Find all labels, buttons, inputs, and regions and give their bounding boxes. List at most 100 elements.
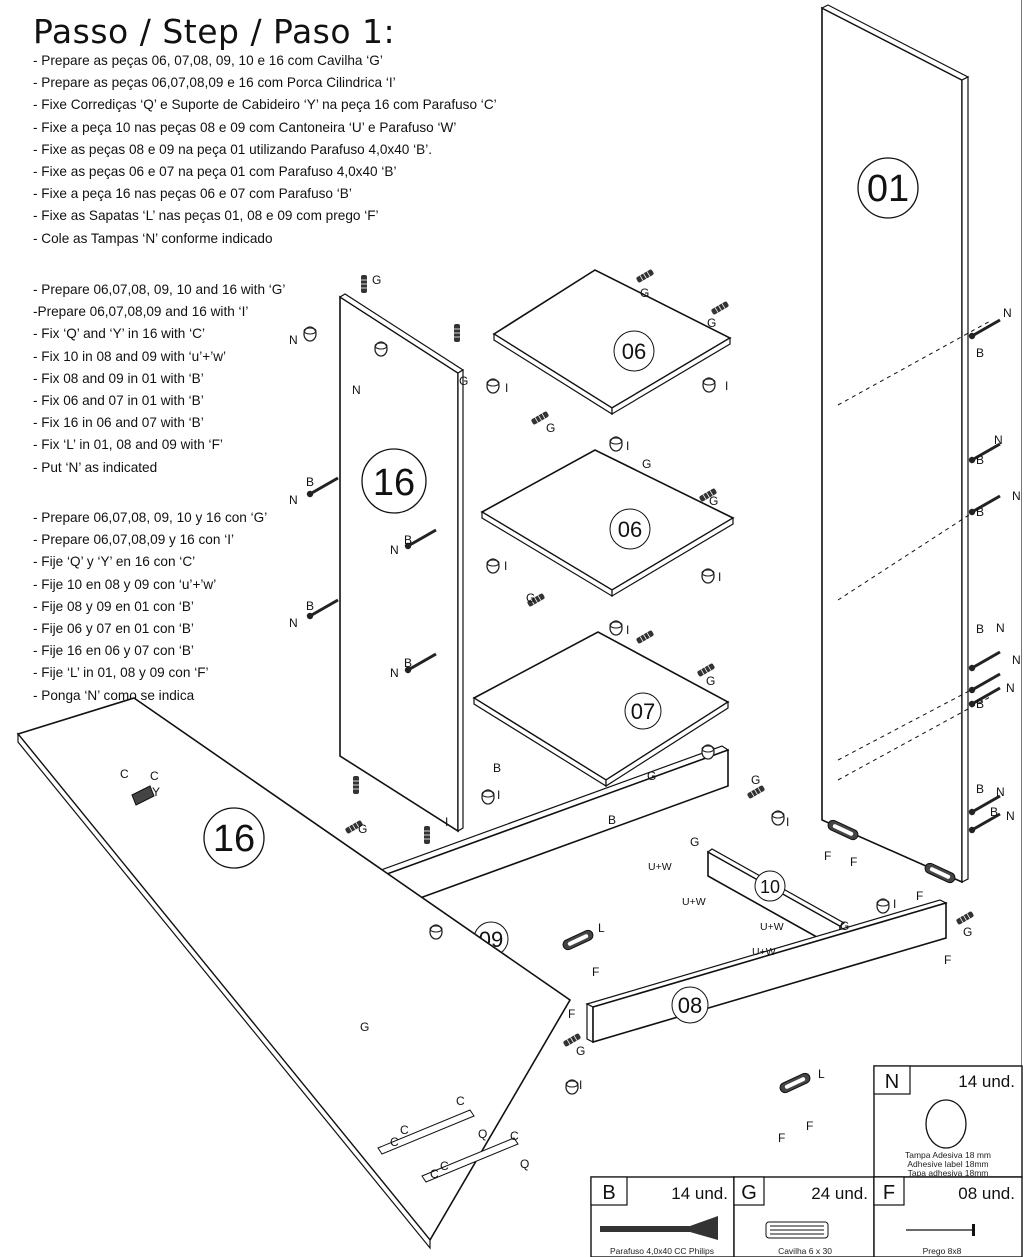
svg-text:B: B bbox=[602, 1182, 615, 1204]
svg-text:I: I bbox=[893, 897, 896, 911]
svg-text:G: G bbox=[576, 1044, 585, 1058]
svg-text:I: I bbox=[579, 1078, 582, 1092]
svg-text:I: I bbox=[786, 815, 789, 829]
svg-text:G: G bbox=[360, 1020, 369, 1034]
instruction-line: - Put ‘N’ as indicated bbox=[33, 459, 158, 475]
instruction-line: - Fije 08 y 09 en 01 con ‘B’ bbox=[33, 598, 194, 614]
part-number-16-upright: 16 bbox=[373, 462, 415, 504]
instruction-line: - Fije 16 en 06 y 07 con ‘B’ bbox=[33, 643, 194, 659]
svg-text:08 und.: 08 und. bbox=[958, 1184, 1015, 1203]
instruction-line: - Fixe as peças 06 e 07 na peça 01 com P… bbox=[33, 164, 397, 180]
instruction-line: - Prepare 06,07,08,09 y 16 con ‘I’ bbox=[33, 532, 235, 548]
svg-text:N: N bbox=[1006, 681, 1015, 695]
svg-text:F: F bbox=[944, 953, 951, 967]
part-number-07: 07 bbox=[631, 699, 655, 724]
svg-text:C: C bbox=[430, 1167, 439, 1181]
svg-text:G: G bbox=[642, 457, 651, 471]
svg-text:N: N bbox=[1012, 489, 1021, 503]
svg-text:G: G bbox=[358, 822, 367, 836]
part-number-08: 08 bbox=[678, 993, 702, 1018]
svg-text:G: G bbox=[459, 374, 468, 388]
svg-text:C: C bbox=[390, 1135, 399, 1149]
svg-text:I: I bbox=[718, 570, 721, 584]
svg-text:N: N bbox=[289, 493, 298, 507]
part-number-06-mid: 06 bbox=[618, 517, 642, 542]
svg-text:G: G bbox=[840, 919, 849, 933]
svg-text:C: C bbox=[510, 1129, 519, 1143]
svg-text:Adhesive label 18mm: Adhesive label 18mm bbox=[907, 1159, 988, 1169]
svg-text:F: F bbox=[778, 1131, 785, 1145]
instruction-line: - Fije ‘Q’ y ‘Y’ en 16 con ‘C’ bbox=[33, 554, 196, 570]
svg-text:B: B bbox=[976, 622, 984, 636]
svg-text:24 und.: 24 und. bbox=[811, 1184, 868, 1203]
instruction-line: - Cole as Tampas ‘N’ conforme indicado bbox=[33, 230, 273, 246]
svg-text:B: B bbox=[976, 782, 984, 796]
svg-text:Tampa Adesiva 18 mm: Tampa Adesiva 18 mm bbox=[905, 1150, 991, 1160]
hardware-box-B: B 14 und. Parafuso 4,0x40 CC Philips bbox=[590, 1176, 735, 1257]
instruction-line: - Fije 10 en 08 y 09 con ‘u’+’w’ bbox=[33, 576, 217, 592]
instruction-line: - Ponga ‘N’ como se indica bbox=[33, 687, 195, 703]
instructions-english: - Prepare 06,07,08, 09, 10 and 16 with ‘… bbox=[33, 279, 285, 479]
svg-text:G: G bbox=[526, 591, 535, 605]
adhesive-label-icon bbox=[925, 1099, 967, 1149]
page-edge-strip bbox=[1021, 0, 1028, 1257]
svg-text:G: G bbox=[706, 674, 715, 688]
instruction-line: - Fixe a peça 16 nas peças 06 e 07 com P… bbox=[33, 186, 352, 202]
svg-text:B: B bbox=[990, 805, 998, 819]
screw-icon bbox=[600, 1216, 718, 1240]
svg-text:N: N bbox=[352, 383, 361, 397]
shelf-07: 07 bbox=[472, 631, 730, 788]
svg-text:U+W: U+W bbox=[648, 861, 672, 873]
svg-text:G: G bbox=[372, 273, 381, 287]
svg-text:N: N bbox=[390, 666, 399, 680]
svg-text:C: C bbox=[120, 767, 129, 781]
svg-text:B: B bbox=[976, 505, 984, 519]
hardware-box-N: N 14 und. Tampa Adesiva 18 mm Adhesive l… bbox=[873, 1065, 1023, 1178]
svg-text:I: I bbox=[505, 381, 508, 395]
nail-icon bbox=[906, 1224, 975, 1236]
svg-text:N: N bbox=[289, 333, 298, 347]
svg-text:B: B bbox=[493, 761, 501, 775]
svg-text:G: G bbox=[751, 773, 760, 787]
svg-text:F: F bbox=[568, 1007, 575, 1021]
svg-text:I: I bbox=[626, 623, 629, 637]
svg-text:G: G bbox=[690, 835, 699, 849]
svg-text:B: B bbox=[976, 697, 984, 711]
step-title: Passo / Step / Paso 1: bbox=[33, 12, 396, 51]
svg-text:N: N bbox=[996, 621, 1005, 635]
instruction-line: -Prepare 06,07,08,09 and 16 with ‘I’ bbox=[33, 304, 249, 320]
svg-text:B: B bbox=[306, 475, 314, 489]
svg-text:C: C bbox=[456, 1094, 465, 1108]
svg-text:G: G bbox=[640, 286, 649, 300]
svg-text:F: F bbox=[592, 965, 599, 979]
rail-08: 08 bbox=[585, 899, 948, 1044]
svg-text:B: B bbox=[976, 346, 984, 360]
instruction-line: - Prepare 06,07,08, 09, 10 y 16 con ‘G’ bbox=[33, 510, 268, 525]
svg-text:U+W: U+W bbox=[682, 896, 706, 908]
svg-text:F: F bbox=[883, 1182, 895, 1204]
svg-text:L: L bbox=[598, 921, 605, 935]
svg-text:N: N bbox=[289, 616, 298, 630]
instruction-line: - Prepare as peças 06, 07,08, 09, 10 e 1… bbox=[33, 53, 383, 68]
svg-text:14 und.: 14 und. bbox=[671, 1184, 728, 1203]
part-number-01: 01 bbox=[867, 168, 909, 210]
instruction-line: - Fix ‘L’ in 01, 08 and 09 with ‘F’ bbox=[33, 437, 223, 453]
svg-text:N: N bbox=[994, 433, 1003, 447]
instruction-line: - Prepare as peças 06,07,08,09 e 16 com … bbox=[33, 75, 396, 91]
svg-text:N: N bbox=[1003, 306, 1012, 320]
panel-16-upright: 16 bbox=[338, 293, 465, 833]
instruction-line: - Fixe a peça 10 nas peças 08 e 09 com C… bbox=[33, 119, 457, 135]
svg-text:B: B bbox=[404, 533, 412, 547]
panel-10: 10 bbox=[706, 848, 846, 952]
svg-text:B: B bbox=[608, 813, 616, 827]
dowel-icon bbox=[765, 1221, 829, 1239]
shelf-06-mid: 06 bbox=[480, 449, 735, 598]
part-number-10: 10 bbox=[760, 877, 780, 897]
instruction-line: - Prepare 06,07,08, 09, 10 and 16 with ‘… bbox=[33, 282, 286, 297]
svg-text:G: G bbox=[546, 421, 555, 435]
svg-text:G: G bbox=[963, 925, 972, 939]
svg-text:N: N bbox=[1012, 653, 1021, 667]
svg-text:F: F bbox=[824, 849, 831, 863]
svg-text:C: C bbox=[150, 769, 159, 783]
svg-text:B: B bbox=[404, 656, 412, 670]
